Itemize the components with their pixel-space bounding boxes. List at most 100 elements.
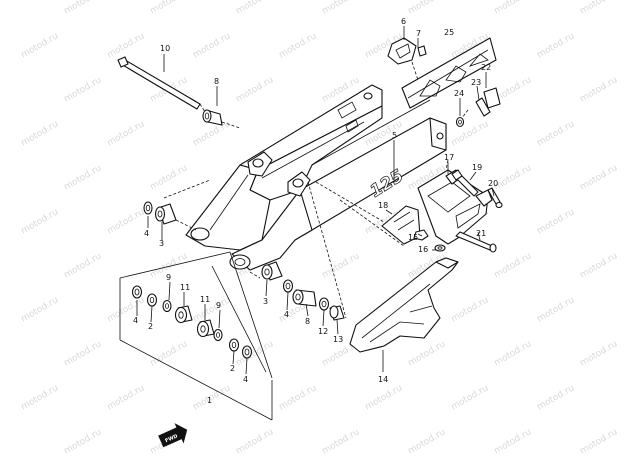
watermark-text: motod.ru bbox=[450, 295, 491, 324]
watermark-text: motod.ru bbox=[407, 427, 448, 456]
watermark-text: motod.ru bbox=[106, 383, 147, 412]
watermark-text: motod.ru bbox=[149, 0, 190, 17]
watermark-text: motod.ru bbox=[63, 163, 104, 192]
forward-direction-arrow: FWD bbox=[158, 423, 188, 448]
watermark-text: motod.ru bbox=[20, 31, 61, 60]
washer-24 bbox=[455, 116, 465, 128]
watermark-text: motod.ru bbox=[321, 251, 362, 280]
callout-12: 12 bbox=[318, 327, 328, 336]
washer-12 bbox=[318, 297, 330, 311]
callout-24: 24 bbox=[454, 89, 464, 98]
watermark-text: motod.ru bbox=[579, 427, 620, 456]
watermark-text: motod.ru bbox=[450, 383, 491, 412]
watermark-text: motod.ru bbox=[579, 75, 620, 104]
callout-9-left: 9 bbox=[166, 273, 171, 282]
callout-2-right: 2 bbox=[230, 364, 235, 373]
callout-14: 14 bbox=[378, 375, 388, 384]
bolt-23 bbox=[475, 97, 491, 117]
watermark-text: motod.ru bbox=[149, 339, 190, 368]
watermark-text: motod.ru bbox=[493, 339, 534, 368]
watermark-text: motod.ru bbox=[63, 251, 104, 280]
callout-6: 6 bbox=[401, 17, 406, 26]
watermark-text: motod.ru bbox=[106, 295, 147, 324]
watermark-text: motod.ru bbox=[192, 119, 233, 148]
callout-17: 17 bbox=[444, 153, 454, 162]
dust-seal-right bbox=[241, 345, 253, 359]
watermark-text: motod.ru bbox=[278, 31, 319, 60]
watermark-text: motod.ru bbox=[579, 251, 620, 280]
callout-9-right: 9 bbox=[216, 301, 221, 310]
watermark-text: motod.ru bbox=[20, 207, 61, 236]
callout-11-right: 11 bbox=[200, 295, 210, 304]
watermark-text: motod.ru bbox=[149, 163, 190, 192]
watermark-text: motod.ru bbox=[63, 339, 104, 368]
watermark-text: motod.ru bbox=[235, 0, 276, 17]
forward-label: FWD bbox=[164, 433, 178, 444]
watermark-text: motod.ru bbox=[536, 31, 577, 60]
decal-25 bbox=[401, 37, 497, 109]
pivot-bushing-3 bbox=[261, 261, 283, 281]
callout-23: 23 bbox=[471, 78, 481, 87]
callout-1: 1 bbox=[207, 396, 212, 405]
callout-4-upper: 4 bbox=[144, 229, 149, 238]
callout-10: 10 bbox=[160, 44, 170, 53]
seal-4-right bbox=[282, 279, 294, 293]
watermark-text: motod.ru bbox=[407, 339, 448, 368]
callout-8-lower: 8 bbox=[305, 317, 310, 326]
spacer-11-left bbox=[174, 305, 193, 324]
dust-seal-left bbox=[131, 285, 143, 299]
callout-3-upper: 3 bbox=[159, 239, 164, 248]
washer-2-left bbox=[146, 293, 158, 307]
watermark-text: motod.ru bbox=[321, 0, 362, 17]
callout-15: 15 bbox=[408, 233, 418, 242]
callout-18: 18 bbox=[378, 201, 388, 210]
callout-11-left: 11 bbox=[180, 283, 190, 292]
callout-21: 21 bbox=[476, 229, 486, 238]
bolt-19 bbox=[451, 169, 479, 197]
watermark-text: motod.ru bbox=[278, 383, 319, 412]
callout-25: 25 bbox=[444, 28, 454, 37]
callout-2-left: 2 bbox=[148, 322, 153, 331]
watermark-text: motod.ru bbox=[493, 427, 534, 456]
callout-22: 22 bbox=[481, 63, 491, 72]
plate-22 bbox=[483, 87, 501, 109]
bolt-21 bbox=[455, 231, 497, 253]
watermark-text: motod.ru bbox=[321, 427, 362, 456]
watermark-text: motod.ru bbox=[235, 75, 276, 104]
bracket-6 bbox=[387, 37, 417, 65]
pivot-bushing-left bbox=[154, 203, 177, 225]
watermark-text: motod.ru bbox=[20, 383, 61, 412]
watermark-text: motod.ru bbox=[63, 0, 104, 17]
watermark-text: motod.ru bbox=[450, 119, 491, 148]
callout-20: 20 bbox=[488, 179, 498, 188]
spacer-11-right bbox=[196, 319, 215, 338]
leader-lines bbox=[136, 26, 495, 375]
watermark-text: motod.ru bbox=[536, 207, 577, 236]
callout-4-left: 4 bbox=[133, 316, 138, 325]
callout-8-top: 8 bbox=[214, 77, 219, 86]
bolt-7 bbox=[417, 45, 427, 57]
pivot-seal-left bbox=[143, 201, 153, 215]
watermark-text: motod.ru bbox=[106, 119, 147, 148]
watermark-text: motod.ru bbox=[106, 31, 147, 60]
callout-3-lower: 3 bbox=[263, 297, 268, 306]
watermark-text: motod.ru bbox=[235, 339, 276, 368]
callout-7: 7 bbox=[416, 29, 421, 38]
callout-19: 19 bbox=[472, 163, 482, 172]
callout-labels: 10 8 6 7 25 22 23 24 5 17 19 20 18 15 16… bbox=[133, 17, 498, 405]
watermark-text: motod.ru bbox=[493, 163, 534, 192]
callout-4-lower: 4 bbox=[284, 310, 289, 319]
watermark-text: motod.ru bbox=[493, 0, 534, 17]
nut-15 bbox=[413, 229, 429, 241]
watermark-text: motod.ru bbox=[536, 383, 577, 412]
collar-8 bbox=[292, 289, 317, 307]
callout-4-right: 4 bbox=[243, 375, 248, 384]
watermark-text: motod.ru bbox=[536, 119, 577, 148]
watermark-text: motod.ru bbox=[407, 0, 448, 17]
watermark-text: motod.ru bbox=[235, 427, 276, 456]
assembly-bracket bbox=[119, 251, 273, 421]
callout-16: 16 bbox=[418, 245, 428, 254]
